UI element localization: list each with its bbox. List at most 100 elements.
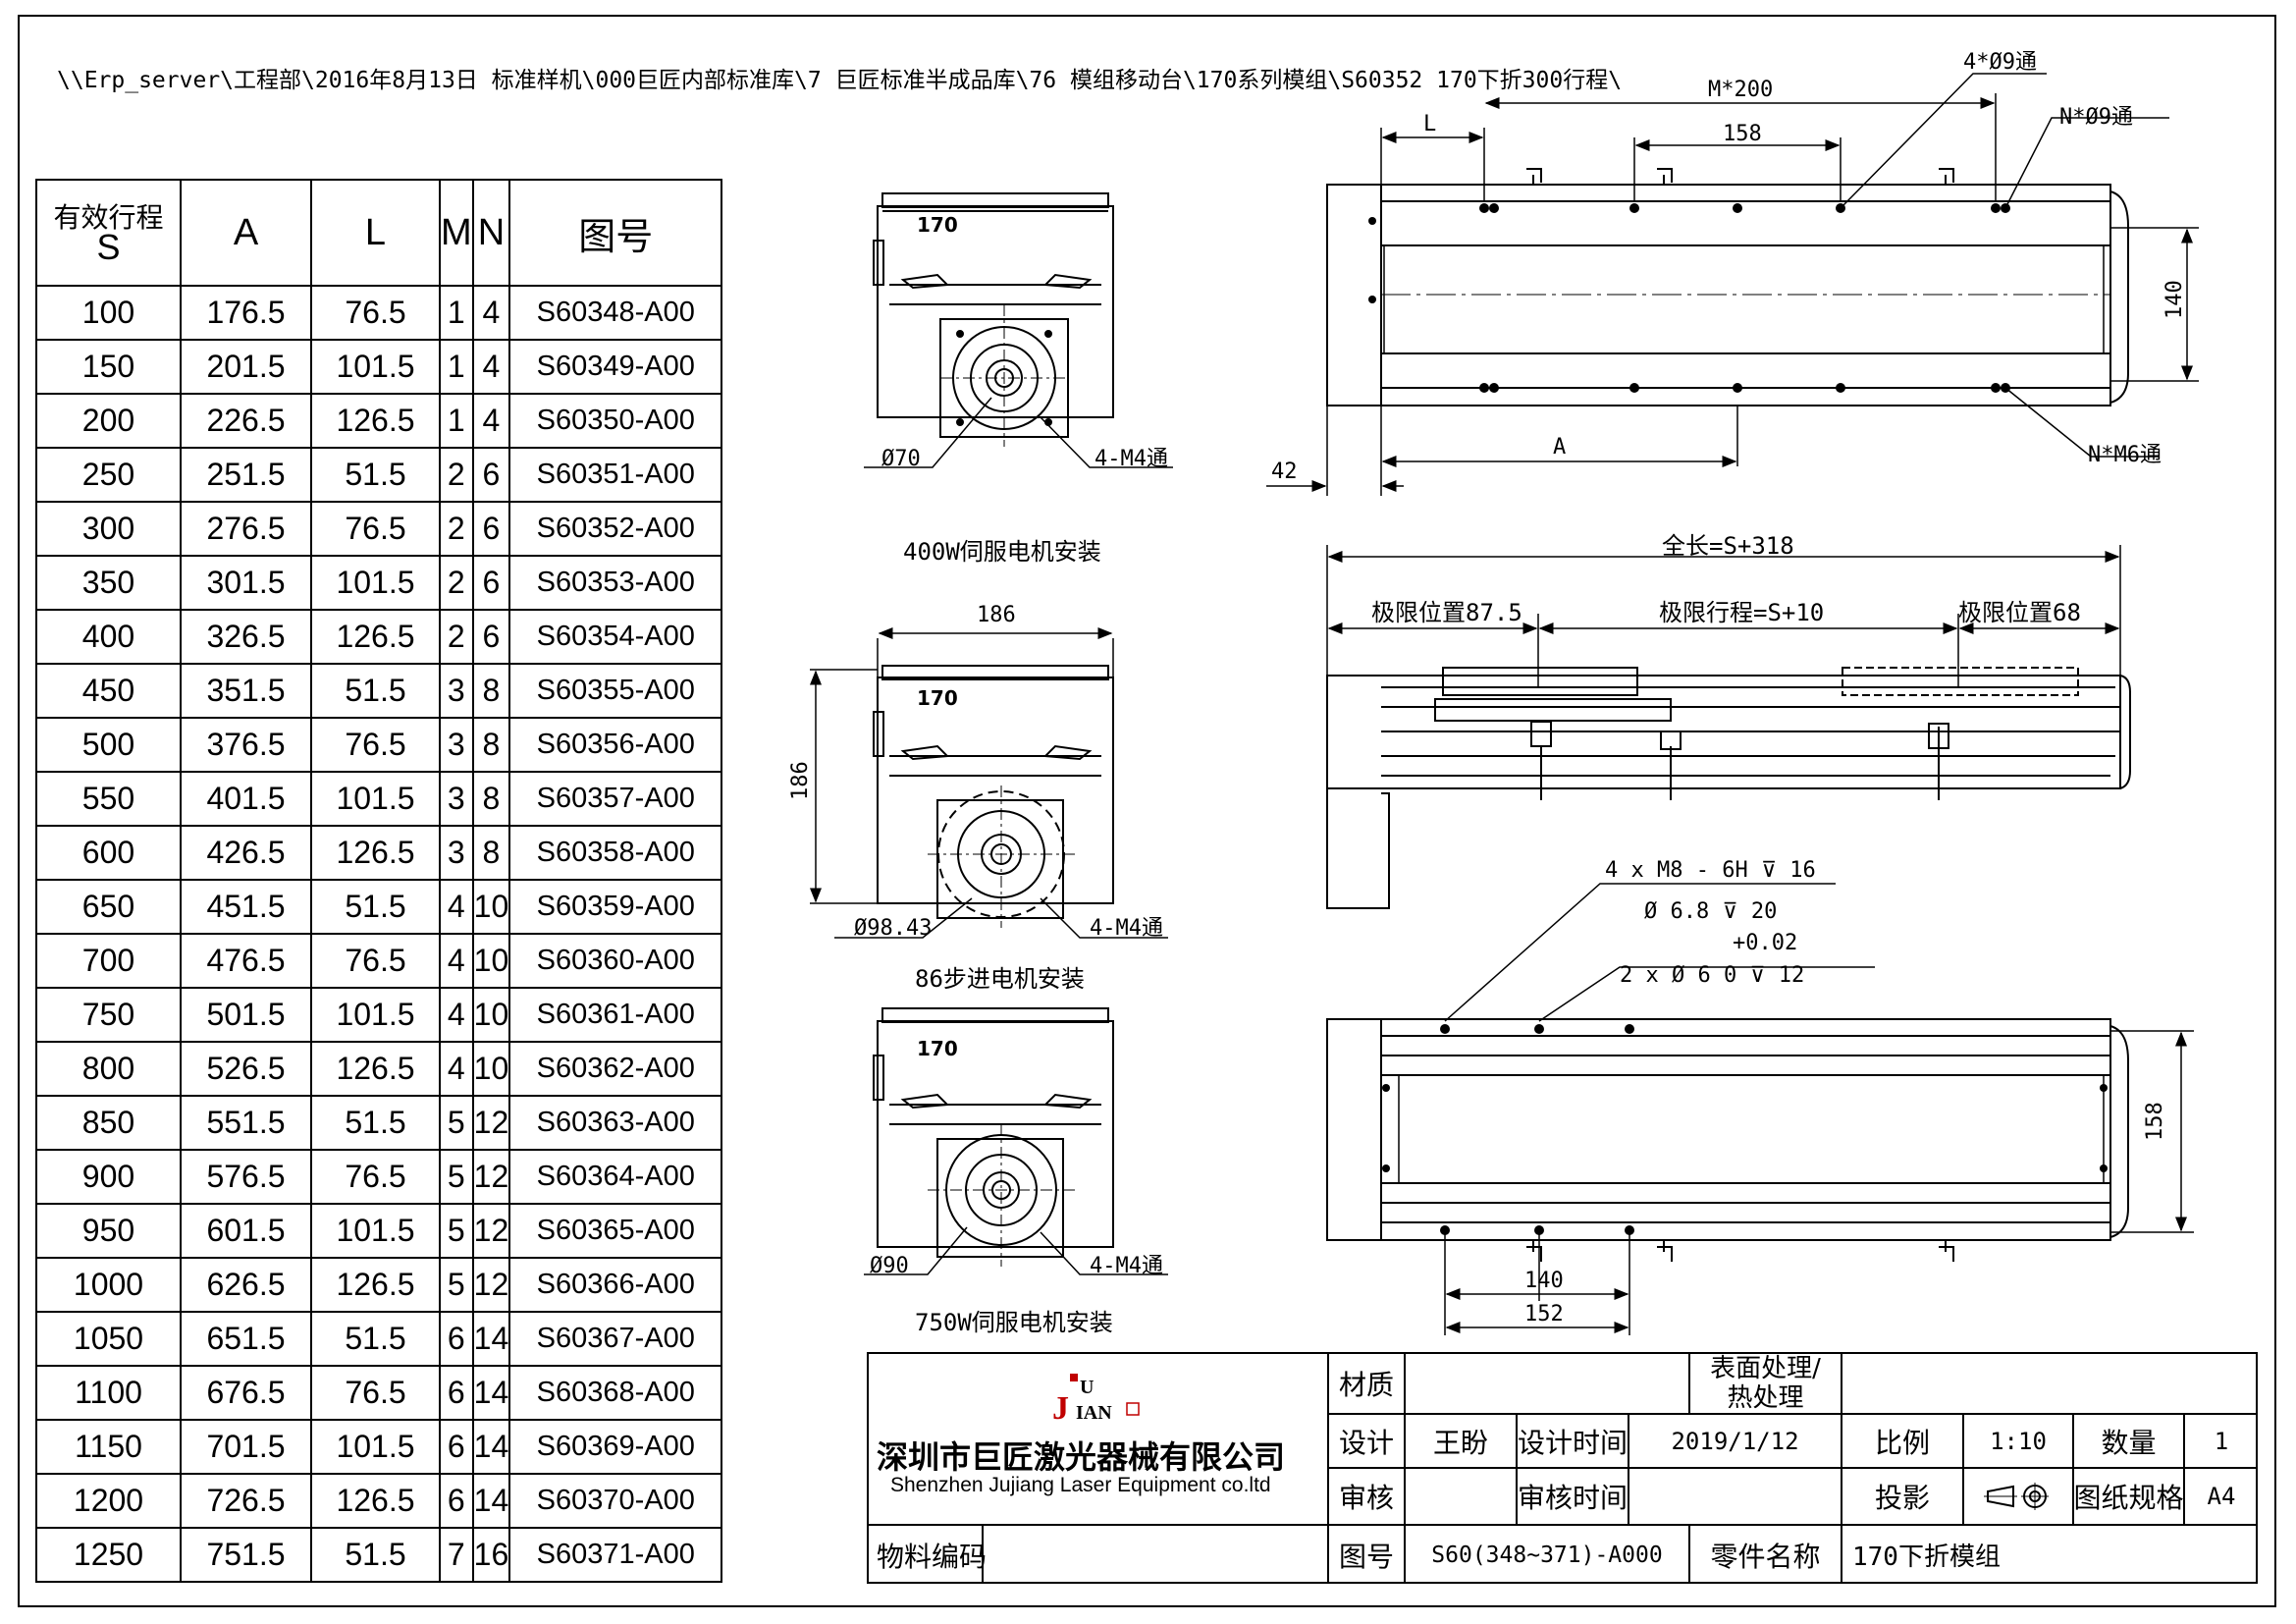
- cell-n: 12: [471, 1257, 511, 1313]
- table-header-row: 有效行程 S A L M N 图号: [35, 179, 723, 287]
- design-label: 设计: [1327, 1413, 1404, 1467]
- top-dim-a: A: [1553, 435, 1566, 460]
- cell-l: 101.5: [310, 1203, 441, 1259]
- cell-n: 8: [471, 717, 511, 773]
- cell-l: 101.5: [310, 1419, 441, 1475]
- cell-m: 5: [439, 1149, 474, 1205]
- top-dim-158: 158: [1723, 122, 1762, 146]
- cell-m: 1: [439, 339, 474, 395]
- cell-a: 576.5: [180, 1149, 312, 1205]
- cell-stroke: 500: [35, 717, 182, 773]
- header-code: 图号: [508, 179, 723, 287]
- bottom-tol: +0.02: [1733, 931, 1797, 955]
- cell-stroke: 1150: [35, 1419, 182, 1475]
- cell-code: S60364-A00: [508, 1149, 723, 1205]
- projection-label: 投影: [1841, 1467, 1962, 1524]
- cell-l: 76.5: [310, 1149, 441, 1205]
- scale-label: 比例: [1841, 1413, 1962, 1467]
- svg-text:J: J: [1052, 1390, 1069, 1427]
- cell-code: S60354-A00: [508, 609, 723, 665]
- header-stroke: 有效行程 S: [35, 179, 182, 287]
- cell-m: 4: [439, 933, 474, 989]
- side-limit-left: 极限位置87.5: [1371, 599, 1522, 626]
- cell-m: 1: [439, 393, 474, 449]
- company-logo: U J IAN: [1052, 1374, 1140, 1427]
- cell-m: 3: [439, 771, 474, 827]
- top-dim-l: L: [1423, 112, 1436, 136]
- cell-stroke: 1200: [35, 1473, 182, 1529]
- motor3-caption: 750W伺服电机安装: [915, 1309, 1113, 1336]
- cell-a: 701.5: [180, 1419, 312, 1475]
- cell-stroke: 600: [35, 825, 182, 881]
- cell-code: S60366-A00: [508, 1257, 723, 1313]
- company-name-cn: 深圳市巨匠激光器械有限公司: [877, 1438, 1286, 1476]
- cell-m: 4: [439, 879, 474, 935]
- cell-l: 126.5: [310, 609, 441, 665]
- cell-l: 101.5: [310, 771, 441, 827]
- motor-view-86-stepper: [834, 665, 1168, 939]
- cell-code: S60359-A00: [508, 879, 723, 935]
- first-angle-projection-icon: [1984, 1483, 2049, 1510]
- cell-n: 6: [471, 609, 511, 665]
- cell-a: 326.5: [180, 609, 312, 665]
- side-total: 全长=S+318: [1662, 532, 1794, 560]
- cell-a: 401.5: [180, 771, 312, 827]
- motor2-width: 186: [977, 603, 1016, 627]
- cell-m: 4: [439, 1041, 474, 1097]
- cell-m: 2: [439, 609, 474, 665]
- cell-l: 126.5: [310, 825, 441, 881]
- drawing-no-label: 图号: [1327, 1524, 1404, 1584]
- part-name: 170下折模组: [1841, 1524, 2258, 1584]
- cell-n: 4: [471, 285, 511, 341]
- company-area: U J IAN 深圳市巨匠激光器械有限公司 Shenzhen Jujiang L…: [869, 1354, 1327, 1524]
- material-label: 材质: [1327, 1352, 1404, 1413]
- cell-stroke: 250: [35, 447, 182, 503]
- top-dim-140: 140: [2163, 280, 2187, 319]
- cell-n: 10: [471, 933, 511, 989]
- cell-m: 7: [439, 1527, 474, 1583]
- reviewer: [1404, 1467, 1516, 1524]
- motor3-dia: Ø90: [870, 1254, 909, 1278]
- cell-n: 14: [471, 1311, 511, 1367]
- cell-l: 101.5: [310, 987, 441, 1043]
- cell-l: 51.5: [310, 1095, 441, 1151]
- cell-stroke: 650: [35, 879, 182, 935]
- cell-code: S60357-A00: [508, 771, 723, 827]
- cell-code: S60360-A00: [508, 933, 723, 989]
- cell-l: 76.5: [310, 1365, 441, 1421]
- cell-n: 8: [471, 771, 511, 827]
- cell-a: 426.5: [180, 825, 312, 881]
- material-code-label: 物料编码: [867, 1524, 987, 1584]
- cell-n: 6: [471, 501, 511, 557]
- header-n: N: [471, 179, 511, 287]
- header-stroke-top: 有效行程: [53, 202, 164, 233]
- motor2-label: 170: [917, 686, 958, 710]
- cell-a: 726.5: [180, 1473, 312, 1529]
- cell-m: 5: [439, 1203, 474, 1259]
- motor3-label: 170: [917, 1037, 958, 1060]
- cell-code: S60351-A00: [508, 447, 723, 503]
- design-time-label: 设计时间: [1516, 1413, 1628, 1467]
- cell-n: 8: [471, 663, 511, 719]
- cell-stroke: 850: [35, 1095, 182, 1151]
- cell-n: 14: [471, 1365, 511, 1421]
- cell-code: S60349-A00: [508, 339, 723, 395]
- cell-n: 6: [471, 447, 511, 503]
- cell-a: 751.5: [180, 1527, 312, 1583]
- cell-stroke: 450: [35, 663, 182, 719]
- cell-l: 126.5: [310, 393, 441, 449]
- cell-a: 226.5: [180, 393, 312, 449]
- cell-stroke: 700: [35, 933, 182, 989]
- side-limit-right: 极限位置68: [1958, 599, 2081, 626]
